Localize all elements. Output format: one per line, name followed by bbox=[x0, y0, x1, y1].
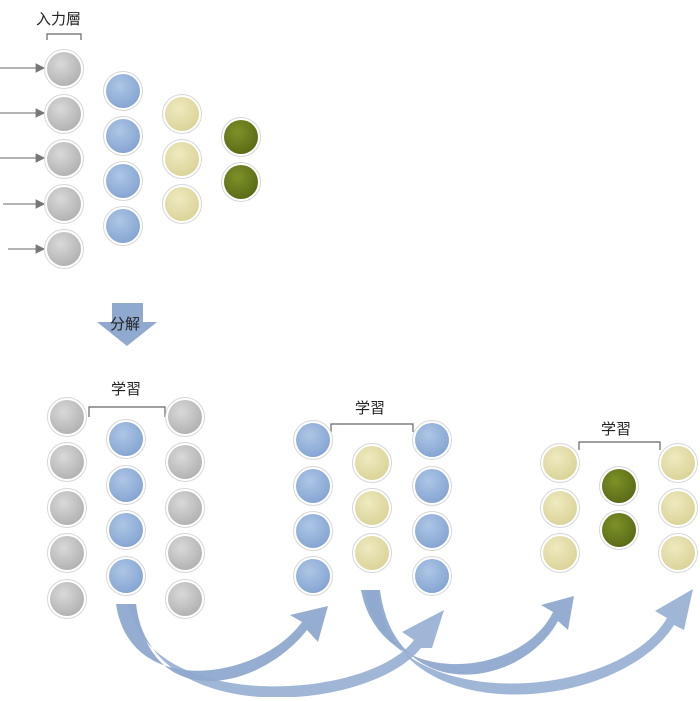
hidden1-node bbox=[106, 209, 140, 243]
curved-arrow bbox=[361, 590, 574, 675]
output-node bbox=[224, 165, 258, 199]
ae2-output-node bbox=[415, 559, 449, 593]
ae1-output-node bbox=[168, 491, 202, 525]
curved-arrows bbox=[116, 589, 693, 698]
ae2-input-node bbox=[296, 469, 330, 503]
input-node bbox=[47, 142, 81, 176]
ae1-hidden-node bbox=[109, 422, 143, 456]
learn-bracket-1 bbox=[88, 406, 166, 417]
ae2-input-node bbox=[296, 423, 330, 457]
learn-bracket-3 bbox=[578, 441, 661, 450]
ae2-input-node bbox=[296, 559, 330, 593]
ae2-input-node bbox=[296, 514, 330, 548]
ae3-output-node bbox=[661, 446, 695, 480]
hidden1-node bbox=[106, 74, 140, 108]
ae1-input-node bbox=[50, 400, 84, 434]
nodes bbox=[44, 49, 698, 619]
curved-arrow bbox=[116, 604, 328, 682]
brackets bbox=[46, 33, 661, 450]
learn-bracket-2 bbox=[330, 423, 414, 432]
learn-label-1: 学習 bbox=[111, 380, 142, 398]
ae3-output-node bbox=[661, 536, 695, 570]
ae1-hidden-node bbox=[109, 559, 143, 593]
hidden2-node bbox=[165, 187, 199, 221]
ae2-hidden-node bbox=[355, 491, 389, 525]
hidden1-node bbox=[106, 164, 140, 198]
input-node bbox=[47, 232, 81, 266]
output-node bbox=[224, 120, 258, 154]
ae2-output-node bbox=[415, 514, 449, 548]
ae1-input-node bbox=[50, 536, 84, 570]
ae2-output-node bbox=[415, 469, 449, 503]
hidden1-node bbox=[106, 119, 140, 153]
ae3-hidden-node bbox=[602, 469, 636, 503]
ae2-hidden-node bbox=[355, 446, 389, 480]
learn-label-3: 学習 bbox=[601, 420, 632, 438]
ae1-input-node bbox=[50, 491, 84, 525]
ae3-input-node bbox=[543, 446, 577, 480]
hidden2-node bbox=[165, 97, 199, 131]
ae3-input-node bbox=[543, 491, 577, 525]
ae3-hidden-node bbox=[602, 513, 636, 547]
ae1-hidden-node bbox=[109, 468, 143, 502]
decompose-arrow bbox=[97, 303, 157, 346]
ae3-output-node bbox=[661, 491, 695, 525]
input-layer-bracket bbox=[46, 33, 82, 40]
input-node bbox=[47, 97, 81, 131]
ae1-hidden-node bbox=[109, 513, 143, 547]
ae1-output-node bbox=[168, 445, 202, 479]
ae3-input-node bbox=[543, 536, 577, 570]
ae1-input-node bbox=[50, 445, 84, 479]
input-node bbox=[47, 52, 81, 86]
ae1-output-node bbox=[168, 400, 202, 434]
input-arrows bbox=[0, 63, 46, 254]
input-node bbox=[47, 187, 81, 221]
ae1-output-node bbox=[168, 582, 202, 616]
ae1-input-node bbox=[50, 582, 84, 616]
ae2-hidden-node bbox=[355, 536, 389, 570]
learn-label-2: 学習 bbox=[355, 399, 386, 417]
hidden2-node bbox=[165, 142, 199, 176]
ae1-output-node bbox=[168, 536, 202, 570]
curved-arrow bbox=[364, 589, 693, 695]
decompose-label: 分解 bbox=[110, 315, 141, 333]
input-layer-label: 入力層 bbox=[36, 10, 82, 28]
ae2-output-node bbox=[415, 423, 449, 457]
curved-arrow bbox=[128, 604, 444, 698]
